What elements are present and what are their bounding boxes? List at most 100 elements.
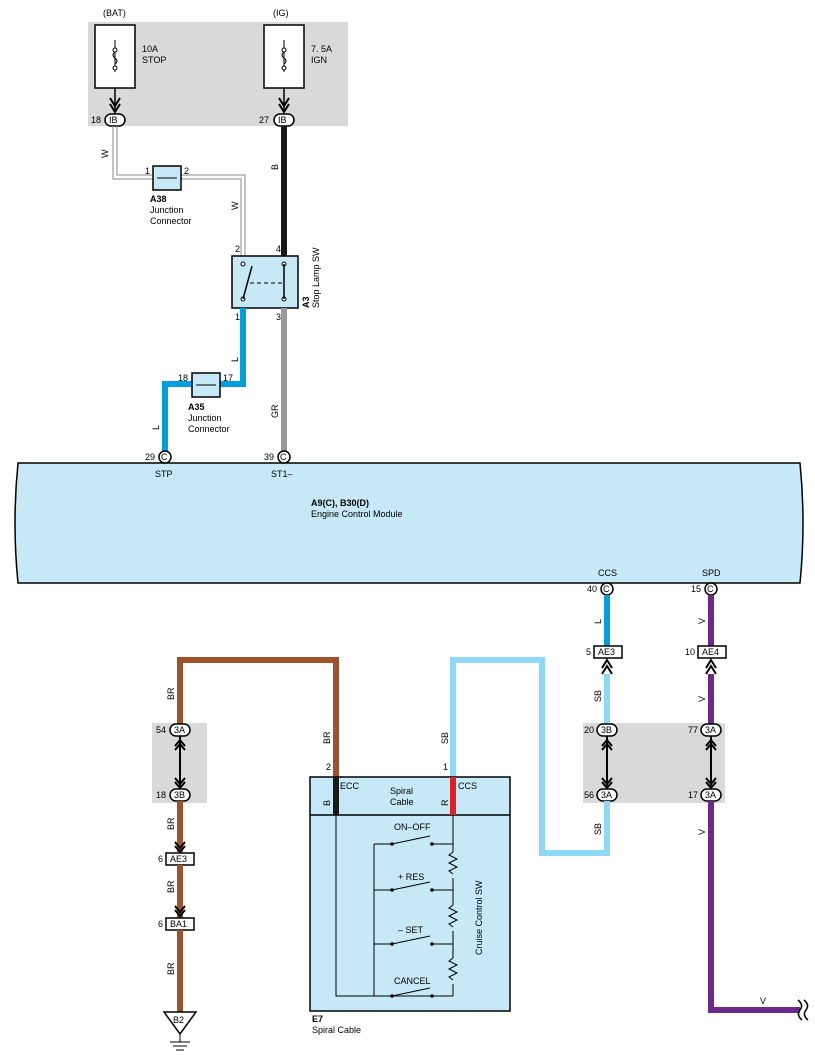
ecm-pin-29-num: 29 bbox=[145, 452, 155, 462]
stop-sw-code: A3 bbox=[301, 296, 311, 308]
a35-pin-left: 18 bbox=[178, 373, 188, 383]
ground-symbol bbox=[170, 1034, 190, 1051]
stop-sw-pin-2: 2 bbox=[235, 244, 240, 254]
fuse-stop-source: (BAT) bbox=[103, 8, 126, 18]
connector-ae3-left-label: AE3 bbox=[170, 854, 187, 864]
wire-v-label-4: V bbox=[760, 996, 766, 1006]
a35-desc-1: Junction bbox=[188, 413, 222, 423]
switch-set: – SET bbox=[398, 925, 424, 935]
fuse-stop-name: STOP bbox=[142, 55, 166, 65]
wire-v-label-1: V bbox=[697, 618, 707, 624]
stop-lamp-switch bbox=[231, 255, 299, 309]
connector-3a-56-label: 3A bbox=[601, 790, 612, 800]
ecm-desc: Engine Control Module bbox=[311, 509, 403, 519]
ecm-pin-15-num: 15 bbox=[691, 584, 701, 594]
connector-ae4-pin: 10 bbox=[685, 647, 695, 657]
ecm-pin-39-num: 39 bbox=[264, 452, 274, 462]
connector-3a-17-label: 3A bbox=[705, 790, 716, 800]
a38-desc-2: Connector bbox=[150, 216, 192, 226]
ecm-pin-29-name: STP bbox=[155, 469, 173, 479]
wire-br-top bbox=[177, 657, 339, 777]
stop-sw-pin-1: 1 bbox=[235, 312, 240, 322]
wire-sb-label-2: SB bbox=[593, 823, 603, 835]
connector-ib-18-pin: 18 bbox=[91, 115, 101, 125]
connector-3a-77-label: 3A bbox=[705, 725, 716, 735]
fuse-ign-name: IGN bbox=[311, 55, 327, 65]
spiral-title-1: Spiral bbox=[390, 786, 413, 796]
ecm-pin-39-name: ST1– bbox=[271, 469, 293, 479]
a35-pin-right: 17 bbox=[223, 373, 233, 383]
wire-br-label-4: BR bbox=[166, 880, 176, 893]
ecm-module bbox=[14, 462, 804, 584]
a38-code: A38 bbox=[150, 194, 167, 204]
stop-sw-pin-3: 3 bbox=[276, 312, 281, 322]
ecm-pin-40-num: 40 bbox=[587, 584, 597, 594]
connector-ae3-top-pin: 5 bbox=[586, 647, 591, 657]
ecm-pin-40-conn: C bbox=[603, 584, 610, 594]
connector-ib-27-pin: 27 bbox=[259, 115, 269, 125]
fuse-ign-source: (IG) bbox=[273, 8, 289, 18]
cruise-control-sw-label: Cruise Control SW bbox=[474, 880, 484, 955]
connector-ae3-top bbox=[593, 645, 623, 659]
fuse-stop-rating: 10A bbox=[142, 44, 158, 54]
connector-ib-27-label: IB bbox=[278, 115, 287, 125]
connector-ae4 bbox=[697, 645, 727, 659]
spiral-desc: Spiral Cable bbox=[312, 1025, 361, 1035]
connector-ae4-label: AE4 bbox=[702, 647, 719, 657]
spiral-code: E7 bbox=[312, 1014, 323, 1024]
wire-l-label-2: L bbox=[151, 425, 161, 430]
ecm-pin-39 bbox=[277, 450, 291, 464]
connector-3a-56-pin: 56 bbox=[584, 790, 594, 800]
a38-desc-1: Junction bbox=[150, 205, 184, 215]
wire-sb-ccs bbox=[450, 657, 610, 856]
spiral-cable-e7 bbox=[309, 776, 511, 1012]
wire-v-label-2: V bbox=[697, 696, 707, 702]
switch-cancel: CANCEL bbox=[394, 976, 431, 986]
wire-sb-label-3: SB bbox=[440, 732, 450, 744]
wire-gr-label: GR bbox=[270, 404, 280, 418]
a35-desc-2: Connector bbox=[188, 424, 230, 434]
wire-v-bottom bbox=[708, 801, 800, 1013]
wire-br-label-3: BR bbox=[166, 817, 176, 830]
ecm-pin-29 bbox=[158, 450, 172, 464]
wire-br-label-1: BR bbox=[166, 687, 176, 700]
switch-res: + RES bbox=[398, 872, 424, 882]
connector-ae3-left-pin: 6 bbox=[158, 854, 163, 864]
wire-b-label-2: B bbox=[322, 800, 332, 806]
wire-br-label-5: BR bbox=[166, 962, 176, 975]
ecm-pin-29-conn: C bbox=[161, 452, 168, 462]
wire-b-label: B bbox=[270, 164, 280, 170]
ground-b2-label: B2 bbox=[173, 1015, 184, 1025]
wire-w-label-1: W bbox=[100, 149, 110, 158]
spiral-title-2: Cable bbox=[390, 797, 414, 807]
wire-l-label-3: L bbox=[593, 619, 603, 624]
ecm-pin-15-name: SPD bbox=[702, 568, 721, 578]
ground-b2 bbox=[162, 1011, 198, 1036]
stop-sw-desc: Stop Lamp SW bbox=[311, 247, 321, 308]
wire-l-upper bbox=[220, 308, 246, 387]
connector-ba1-pin: 6 bbox=[158, 919, 163, 929]
a38-pin-left: 1 bbox=[145, 166, 150, 176]
connector-ib-18 bbox=[104, 113, 126, 127]
fuse-ign bbox=[263, 24, 305, 89]
connector-3b-20-label: 3B bbox=[601, 725, 612, 735]
fuse-stop bbox=[94, 24, 136, 89]
ecm-code: A9(C), B30(D) bbox=[311, 498, 369, 508]
connector-3b-18-label: 3B bbox=[174, 790, 185, 800]
connector-ib-18-label: IB bbox=[109, 115, 118, 125]
connector-ba1-label: BA1 bbox=[170, 919, 187, 929]
connector-3a-77-pin: 77 bbox=[688, 725, 698, 735]
wire-v-label-3: V bbox=[697, 829, 707, 835]
wire-r-label: R bbox=[440, 799, 450, 806]
connector-3b-18-pin: 18 bbox=[156, 790, 166, 800]
ecm-pin-40-name: CCS bbox=[598, 568, 617, 578]
a35-code: A35 bbox=[188, 402, 205, 412]
connector-3a-17-pin: 17 bbox=[688, 790, 698, 800]
connector-ae3-top-label: AE3 bbox=[598, 647, 615, 657]
wire-br-label-2: BR bbox=[322, 731, 332, 744]
ecm-pin-39-conn: C bbox=[280, 452, 287, 462]
connector-3a-54-label: 3A bbox=[174, 725, 185, 735]
a38-pin-right: 2 bbox=[184, 166, 189, 176]
wire-w bbox=[112, 126, 246, 258]
